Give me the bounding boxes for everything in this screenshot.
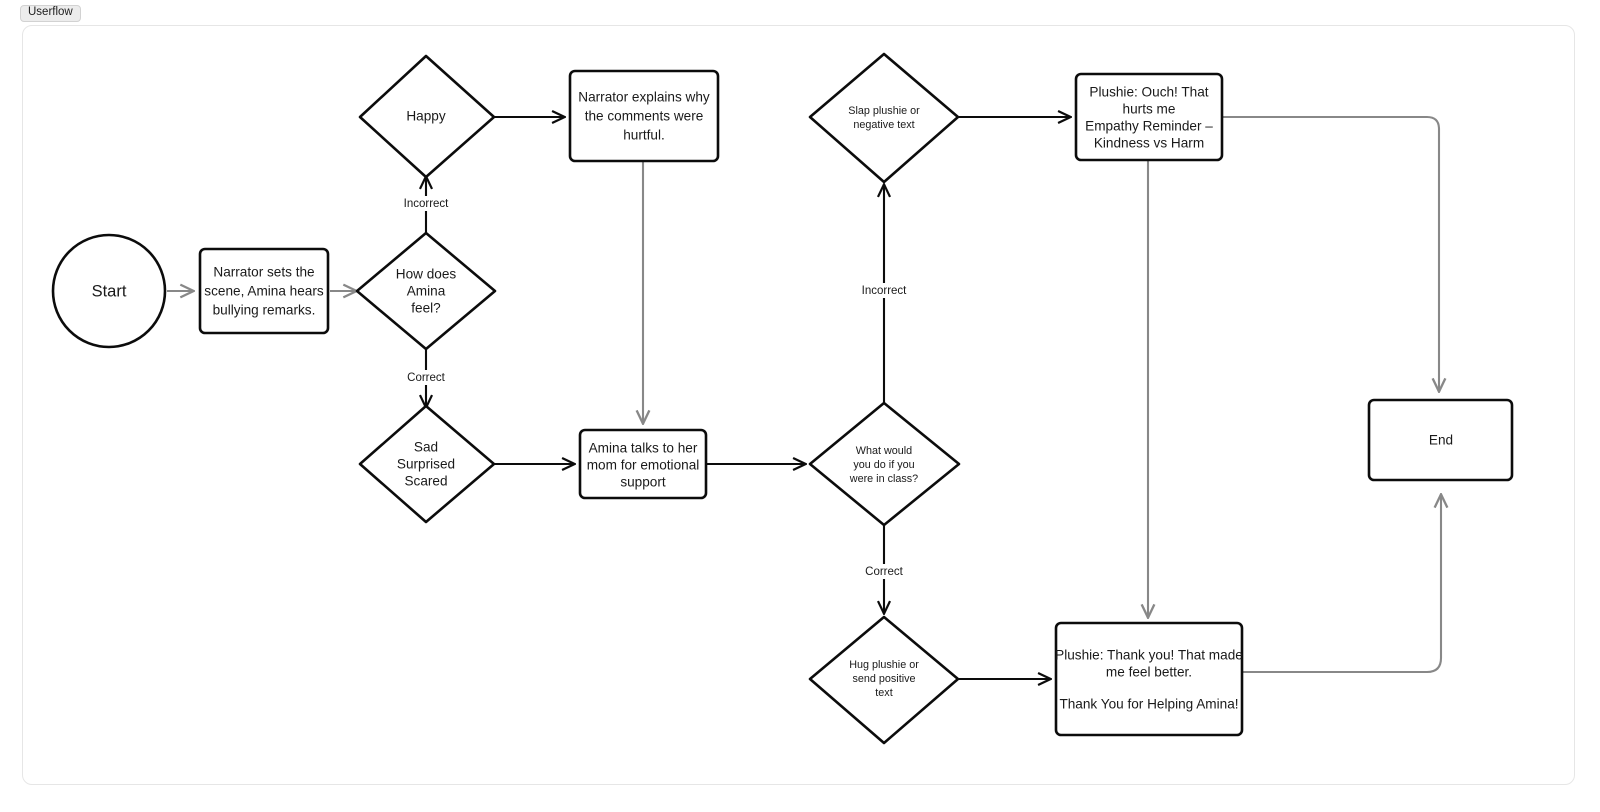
edge-label-incorrect-feel: Incorrect [404,198,450,210]
plushie-thanks-line-1: Plushie: Thank you! That made [1055,648,1243,663]
narrator-scene-line-1: Narrator sets the [213,265,314,280]
happy-label: Happy [406,109,445,124]
amina-talks-line-2: mom for emotional [587,458,700,473]
narrator-explains-line-2: the comments were [585,109,704,124]
sad-line-3: Scared [404,474,447,489]
feel-question-line-3: feel? [411,301,441,316]
slap-plushie-line-2: negative text [853,119,914,131]
plushie-ouch-line-3: Empathy Reminder – [1085,119,1213,134]
hug-plushie-line-2: send positive [852,673,915,685]
plushie-ouch-line-4: Kindness vs Harm [1094,136,1204,151]
class-question-line-1: What would [856,445,912,457]
sad-line-2: Surprised [397,457,455,472]
end-label: End [1429,433,1453,448]
tab-userflow[interactable]: Userflow [20,4,81,22]
hug-plushie-line-3: text [875,687,892,699]
plushie-ouch-line-1: Plushie: Ouch! That [1089,85,1208,100]
feel-question-line-1: How does [396,267,457,282]
edge-label-incorrect-class: Incorrect [862,285,908,297]
feel-question-line-2: Amina [407,284,446,299]
amina-talks-line-3: support [620,475,666,490]
edge-label-correct-class: Correct [865,566,904,578]
sad-line-1: Sad [414,440,438,455]
hug-plushie-line-1: Hug plushie or [849,659,919,671]
flowchart-canvas[interactable] [22,25,1575,785]
amina-talks-line-1: Amina talks to her [589,441,698,456]
start-label: Start [92,282,127,300]
slap-plushie-line-1: Slap plushie or [848,105,920,117]
plushie-thanks-line-4: Thank You for Helping Amina! [1059,697,1238,712]
narrator-scene-line-2: scene, Amina hears [204,284,324,299]
tab-bar: Userflow [20,4,81,22]
class-question-line-3: were in class? [849,473,918,485]
narrator-scene-line-3: bullying remarks. [213,303,316,318]
plushie-thanks-line-2: me feel better. [1106,665,1192,680]
class-question-line-2: you do if you [853,459,914,471]
plushie-ouch-line-2: hurts me [1123,102,1176,117]
narrator-explains-line-1: Narrator explains why [578,90,710,105]
narrator-explains-line-3: hurtful. [623,128,665,143]
edge-label-correct-feel: Correct [407,372,446,384]
